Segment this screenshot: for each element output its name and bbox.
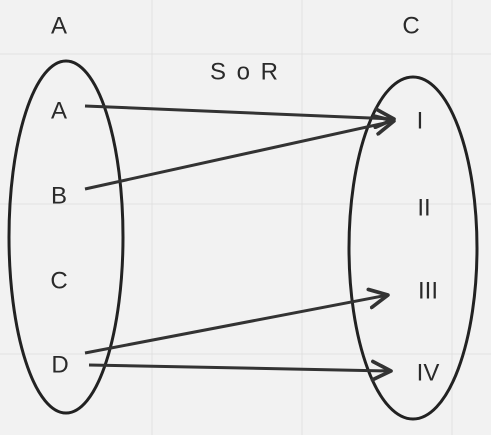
codomain-element-iii: III: [418, 277, 438, 304]
domain-set-ellipse: [7, 59, 125, 415]
domain-element-d: D: [51, 351, 68, 378]
codomain-set-label: C: [402, 12, 419, 39]
domain-element-b: B: [51, 182, 67, 209]
codomain-element-ii: II: [417, 194, 430, 221]
composition-title: S o R: [210, 58, 280, 85]
arrow-a-to-i: [84, 104, 396, 130]
domain-element-c: C: [50, 267, 67, 294]
arrow-b-to-i: [84, 114, 396, 191]
codomain-element-i: I: [417, 107, 424, 134]
mapping-arrows: [84, 104, 396, 382]
codomain-element-iv: IV: [417, 359, 440, 386]
arrow-d-to-iv: [88, 359, 393, 382]
codomain-set-ellipse: [347, 75, 479, 421]
domain-set-label: A: [51, 12, 67, 39]
arrow-d-to-iii: [84, 287, 390, 355]
domain-element-a: A: [51, 97, 67, 124]
